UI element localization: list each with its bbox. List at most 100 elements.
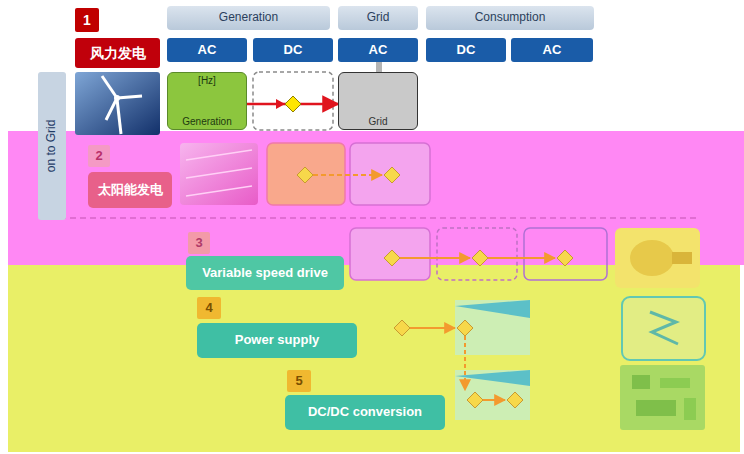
dc-stage-box <box>253 72 333 130</box>
power-flow-line <box>464 336 466 390</box>
motor-picture <box>672 252 692 264</box>
grid-stage-box <box>350 228 430 280</box>
power-flow-line <box>483 399 505 401</box>
column-header: Grid <box>338 6 418 30</box>
conversion-diamond <box>472 250 488 266</box>
motor-picture <box>630 240 674 276</box>
column-header: Generation <box>167 6 330 30</box>
circuit-board-picture <box>684 398 696 420</box>
application-label-text: DC/DC conversion <box>308 405 422 420</box>
conversion-diamond <box>557 250 573 266</box>
current-type-tab: DC <box>253 38 333 62</box>
circuit-board-picture <box>620 365 705 430</box>
source-label: 风力发电 <box>75 38 160 68</box>
source-label-text: 风力发电 <box>90 45 146 61</box>
yellow-overlay <box>8 265 740 452</box>
callout-number: 1 <box>75 8 99 32</box>
power-flow-line <box>313 174 382 176</box>
current-type-tab: AC <box>338 38 418 62</box>
row-group-band: on to Grid <box>38 72 66 220</box>
current-type-tab-text: DC <box>457 43 476 58</box>
solar-panel-picture <box>180 143 258 205</box>
solar-panel-picture <box>186 186 252 196</box>
conversion-diamond <box>285 96 301 112</box>
row-group-band-text: on to Grid <box>45 120 59 173</box>
grid-stripe <box>376 62 382 72</box>
ac-stage-box <box>524 228 607 280</box>
current-type-tab: AC <box>167 38 247 62</box>
separator-line <box>50 218 700 219</box>
source-label-text: 太阳能发电 <box>98 183 163 198</box>
current-type-tab-text: DC <box>284 43 303 58</box>
conversion-diamond <box>457 320 473 336</box>
callout-number: 4 <box>197 297 221 319</box>
wind-turbine-picture <box>75 72 160 135</box>
power-flow-line <box>400 257 470 259</box>
dc-stage-box <box>437 228 517 280</box>
conversion-diamond <box>384 167 400 183</box>
application-label-text: Power supply <box>235 333 320 348</box>
conversion-diamond <box>467 392 483 408</box>
wind-turbine-picture <box>117 96 142 98</box>
column-header-text: Consumption <box>475 11 546 25</box>
grid-box: Grid <box>338 72 418 130</box>
application-label-text: Variable speed drive <box>202 266 328 281</box>
current-type-tab-text: AC <box>369 43 388 58</box>
conversion-diamond <box>507 392 523 408</box>
column-header: Consumption <box>426 6 594 30</box>
dc-stage-box <box>455 300 530 355</box>
circuit-board-picture <box>660 378 690 388</box>
circuit-board-picture <box>632 375 650 389</box>
application-label: Power supply <box>197 323 357 358</box>
dc-stage-box <box>455 370 530 420</box>
wind-turbine-picture <box>117 99 121 134</box>
callout-number-text: 2 <box>95 149 102 164</box>
callout-number-text: 3 <box>195 236 202 251</box>
dc-stage-box <box>253 72 333 130</box>
callout-number-text: 4 <box>205 301 212 316</box>
conversion-diamond <box>199 96 573 408</box>
dc-stage-box <box>455 300 530 318</box>
column-header-text: Grid <box>367 11 390 25</box>
current-type-tab: AC <box>511 38 593 62</box>
dc-stage-box <box>455 370 530 386</box>
conversion-diamond <box>297 167 313 183</box>
power-supply-picture <box>622 297 705 360</box>
current-type-tab: DC <box>426 38 506 62</box>
dc-stage-box <box>455 370 530 420</box>
wind-turbine-picture <box>114 95 120 101</box>
callout-number: 2 <box>88 145 110 167</box>
application-label: Variable speed drive <box>186 256 344 290</box>
solar-panel-picture <box>180 143 258 205</box>
grid-stripe <box>376 62 382 72</box>
wind-turbine-picture <box>106 98 117 120</box>
source-label: 太阳能发电 <box>88 172 172 208</box>
dc-stage-box <box>455 300 530 355</box>
power-flow-line <box>488 257 555 259</box>
solar-panel-picture <box>186 150 252 160</box>
callout-number-text: 1 <box>83 12 91 28</box>
motor-picture <box>615 228 700 288</box>
generation-box-text: [Hz] <box>198 75 216 87</box>
conversion-diamond <box>394 320 410 336</box>
grid-stage-box <box>350 228 430 280</box>
power-flow-line <box>313 175 555 400</box>
callout-number: 5 <box>287 370 311 392</box>
generation-box: [Hz]Generation <box>167 72 247 130</box>
circuit-board-picture <box>636 400 676 416</box>
callout-number-text: 5 <box>295 374 302 389</box>
ac-stage-box <box>524 228 607 280</box>
separator-line <box>50 217 700 219</box>
power-flow-line <box>410 327 455 329</box>
power-supply-picture <box>622 297 705 360</box>
current-type-tab-text: AC <box>198 43 217 58</box>
conversion-diamond <box>384 250 400 266</box>
current-type-tab-text: AC <box>543 43 562 58</box>
yellow-overlay <box>8 265 740 452</box>
power-flow-line <box>276 99 285 109</box>
dc-stage-box <box>437 228 517 280</box>
circuit-board-picture <box>620 365 705 430</box>
